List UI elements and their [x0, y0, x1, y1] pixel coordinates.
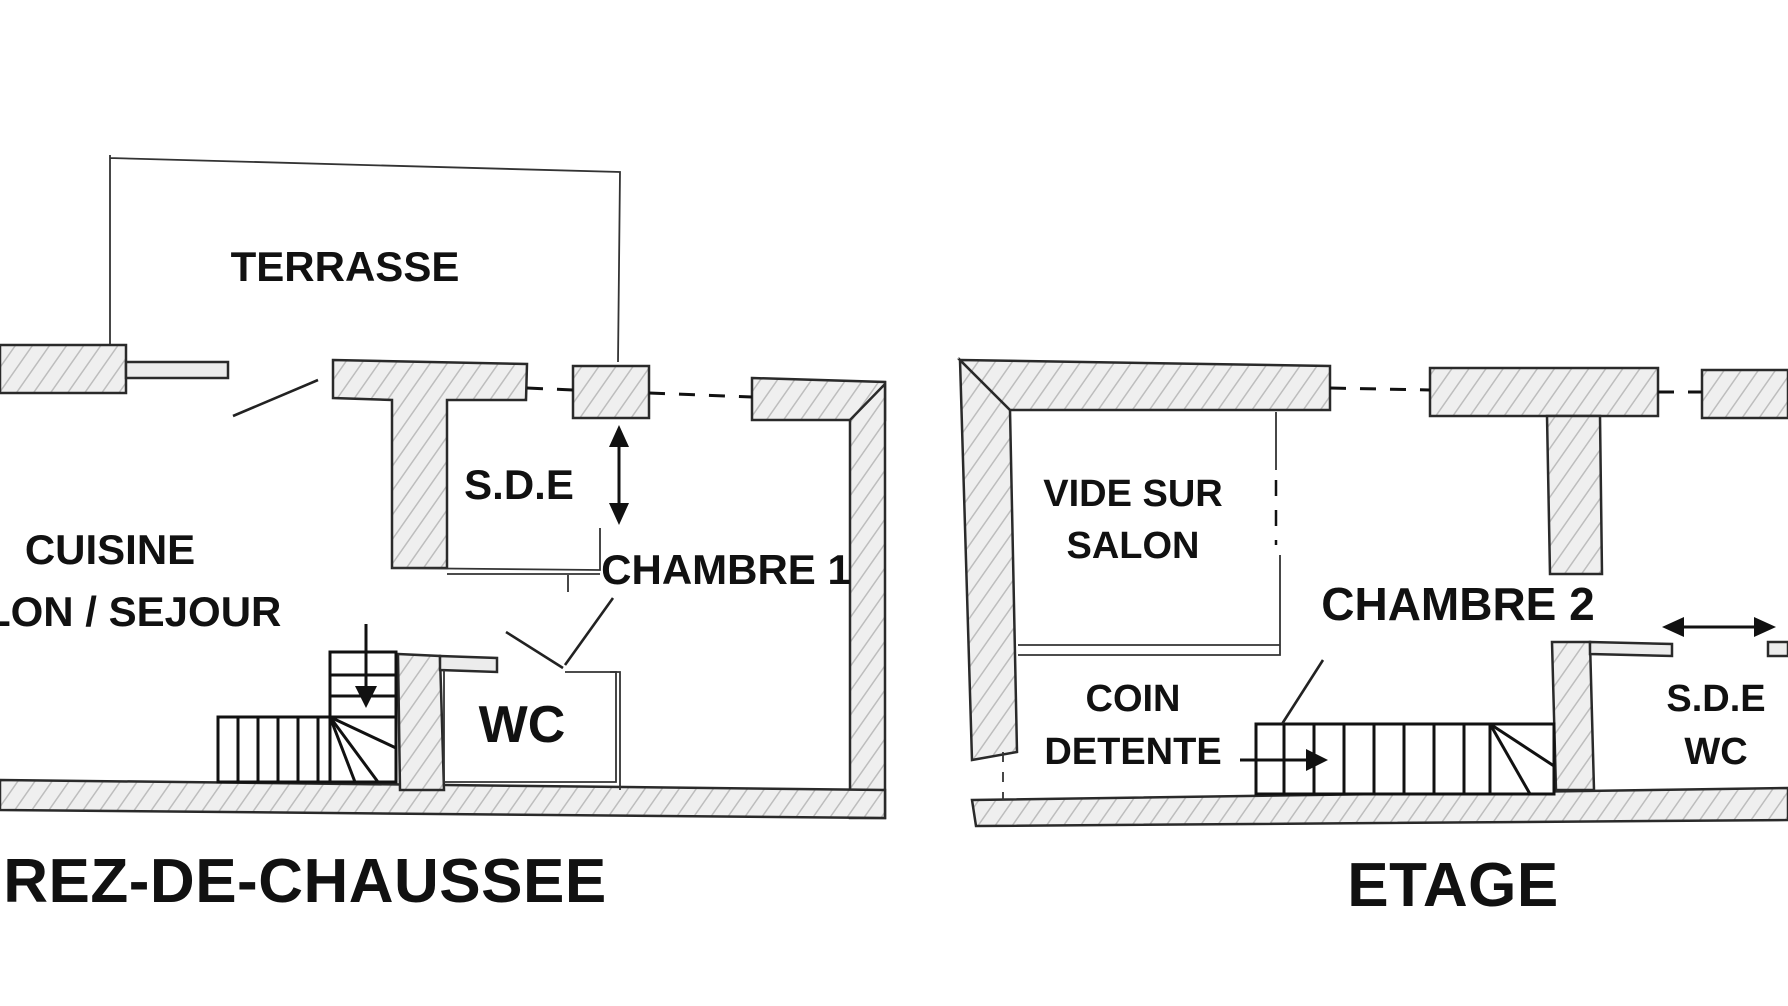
terrace-outline	[109, 155, 621, 363]
top-wall-pillar	[571, 364, 651, 420]
upper-bath-top-wall	[1588, 640, 1674, 658]
wc-door-swing	[505, 630, 564, 670]
upper-top-wall-2	[1428, 366, 1660, 418]
upper-partition	[1545, 414, 1604, 576]
chambre2-leader-line	[1280, 659, 1325, 725]
void-label-line2: SALON	[1067, 525, 1200, 567]
void-enclosure	[1018, 555, 1281, 656]
chambre-2-label: CHAMBRE 2	[1321, 578, 1594, 630]
sde-label: S.D.E	[464, 461, 574, 508]
upper-sde-line1: S.D.E	[1666, 678, 1765, 720]
upper-wc-line2: WC	[1684, 731, 1747, 773]
terrasse-label: TERRASSE	[231, 243, 460, 290]
ground-floor-plan: TERRASSE S.D.E CUISINE SALON / SEJOUR CH…	[0, 155, 887, 916]
wc-label: WC	[479, 696, 566, 754]
upper-floor-plan: VIDE SUR SALON CHAMBRE 2 COIN DETENTE S.…	[956, 356, 1788, 920]
ground-floor-title: REZ-DE-CHAUSSEE	[3, 847, 606, 916]
upper-bath-top-wall-right	[1766, 640, 1788, 658]
upper-staircase	[1240, 659, 1556, 796]
chambre1-leader-line	[563, 597, 615, 666]
window-dashed-2	[648, 391, 753, 399]
window-dashed-1	[526, 386, 574, 392]
salon-sejour-label: SALON / SEJOUR	[0, 588, 281, 635]
entrance-door-swing	[232, 378, 319, 418]
cuisine-label: CUISINE	[25, 526, 195, 573]
right-exterior-wall	[848, 380, 887, 820]
upper-top-wall-1	[956, 358, 1332, 412]
coin-detente-line1: COIN	[1086, 678, 1181, 720]
wc-top-wall	[438, 654, 499, 674]
wc-left-wall	[396, 652, 446, 792]
left-wall-stub	[0, 343, 128, 395]
wc-right-wall	[610, 671, 621, 790]
upper-top-wall-3	[1700, 368, 1788, 420]
sde-bottom-wall	[391, 528, 601, 575]
ground-staircase	[216, 624, 398, 784]
upper-bath-left-wall	[1550, 640, 1596, 792]
upper-floor-title: ETAGE	[1347, 851, 1558, 920]
void-label-line1: VIDE SUR	[1043, 473, 1222, 515]
bottom-exterior-wall	[0, 778, 887, 820]
upper-window-dashed-1	[1329, 386, 1431, 392]
upper-left-wall	[958, 356, 1019, 762]
sde-passage-arrow	[609, 425, 629, 525]
window-sill-left	[124, 360, 230, 380]
wc-room-outline	[443, 670, 617, 783]
upper-bath-passage-arrow	[1662, 617, 1776, 637]
coin-detente-line2: DETENTE	[1044, 731, 1221, 773]
chambre-1-label: CHAMBRE 1	[601, 546, 851, 593]
